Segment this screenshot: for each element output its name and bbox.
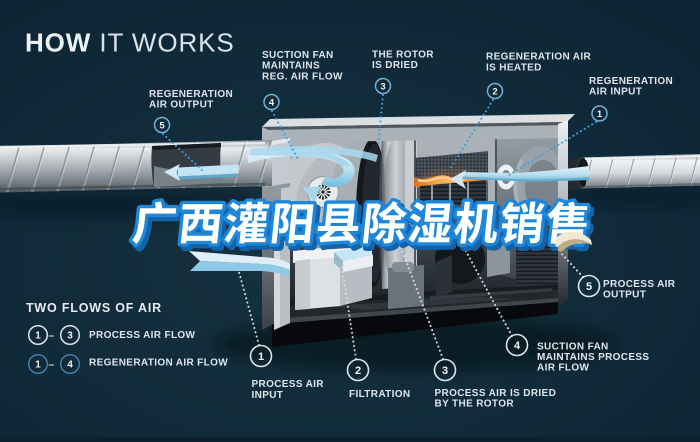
svg-text:FILTRATION: FILTRATION xyxy=(349,389,410,400)
svg-text:3: 3 xyxy=(67,331,73,342)
svg-text:INPUT: INPUT xyxy=(252,390,284,401)
svg-text:OUTPUT: OUTPUT xyxy=(603,290,646,301)
svg-text:PROCESS AIR: PROCESS AIR xyxy=(252,379,325,390)
svg-text:1: 1 xyxy=(35,331,41,342)
svg-text:MAINTAINS PROCESS: MAINTAINS PROCESS xyxy=(537,352,649,363)
svg-text:4: 4 xyxy=(514,340,521,352)
svg-text:HOW IT WORKS: HOW IT WORKS xyxy=(25,28,235,58)
svg-text:1: 1 xyxy=(258,351,264,363)
svg-text:AIR INPUT: AIR INPUT xyxy=(589,87,642,98)
svg-text:PROCESS AIR: PROCESS AIR xyxy=(603,279,676,290)
svg-text:–: – xyxy=(49,331,55,342)
svg-text:PROCESS AIR FLOW: PROCESS AIR FLOW xyxy=(89,330,196,341)
svg-text:AIR FLOW: AIR FLOW xyxy=(537,363,589,374)
svg-text:REGENERATION AIR: REGENERATION AIR xyxy=(486,52,591,63)
svg-text:TWO FLOWS OF AIR: TWO FLOWS OF AIR xyxy=(26,301,162,315)
svg-text:THE ROTOR: THE ROTOR xyxy=(372,50,434,61)
svg-text:5: 5 xyxy=(159,120,165,131)
svg-text:SUCTION FAN: SUCTION FAN xyxy=(262,50,334,61)
svg-text:2: 2 xyxy=(492,86,497,97)
svg-text:1: 1 xyxy=(597,109,603,120)
svg-text:REGENERATION: REGENERATION xyxy=(149,89,233,100)
svg-text:–: – xyxy=(49,360,55,371)
svg-text:REGENERATION AIR FLOW: REGENERATION AIR FLOW xyxy=(89,358,228,369)
svg-text:PROCESS AIR IS DRIED: PROCESS AIR IS DRIED xyxy=(435,388,557,399)
svg-text:MAINTAINS: MAINTAINS xyxy=(262,61,320,72)
svg-text:SUCTION FAN: SUCTION FAN xyxy=(537,341,609,352)
svg-text:BY THE ROTOR: BY THE ROTOR xyxy=(435,399,515,410)
svg-text:REG. AIR FLOW: REG. AIR FLOW xyxy=(262,71,343,82)
svg-text:3: 3 xyxy=(442,365,448,377)
svg-text:5: 5 xyxy=(586,281,592,293)
svg-text:AIR OUTPUT: AIR OUTPUT xyxy=(149,100,214,111)
svg-text:4: 4 xyxy=(269,97,275,108)
svg-text:REGENERATION: REGENERATION xyxy=(589,76,673,87)
svg-text:2: 2 xyxy=(355,365,361,377)
svg-text:IS DRIED: IS DRIED xyxy=(372,60,418,71)
svg-text:3: 3 xyxy=(380,81,385,92)
svg-text:1: 1 xyxy=(35,360,41,371)
svg-text:4: 4 xyxy=(67,360,73,371)
svg-text:IS HEATED: IS HEATED xyxy=(486,62,542,73)
